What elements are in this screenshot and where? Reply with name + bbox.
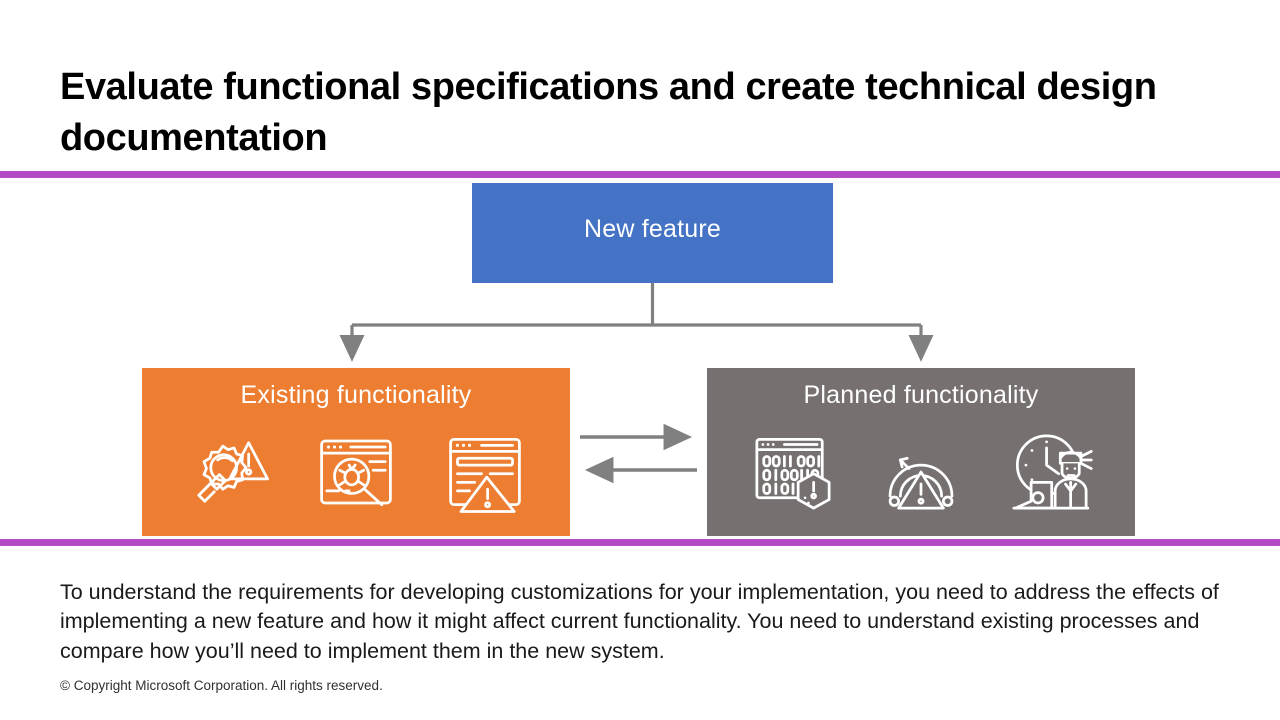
node-existing-functionality[interactable]: Existing functionality <box>142 368 570 536</box>
gauge-warning-icon <box>878 429 964 515</box>
node-new-feature[interactable]: New feature <box>472 183 833 283</box>
clock-person-laptop-icon <box>1007 429 1093 515</box>
gear-chain-warning-icon <box>185 429 271 515</box>
node-planned-functionality-label: Planned functionality <box>803 381 1039 409</box>
document-warning-icon <box>442 429 528 515</box>
binary-code-window-icon <box>750 429 836 515</box>
node-new-feature-label: New feature <box>584 215 721 243</box>
planned-icon-row <box>707 420 1135 524</box>
browser-bug-magnifier-icon <box>313 429 399 515</box>
footer-copyright: © Copyright Microsoft Corporation. All r… <box>60 678 383 693</box>
node-existing-functionality-label: Existing functionality <box>240 381 472 409</box>
diagram-hierarchy: New feature Existing functionality <box>0 178 1280 539</box>
accent-rule-bottom <box>0 539 1280 546</box>
node-planned-functionality[interactable]: Planned functionality <box>707 368 1135 536</box>
existing-icon-row <box>142 420 570 524</box>
accent-rule-top <box>0 171 1280 178</box>
page-title: Evaluate functional specifications and c… <box>60 66 1157 159</box>
body-paragraph: To understand the requirements for devel… <box>60 579 1219 663</box>
